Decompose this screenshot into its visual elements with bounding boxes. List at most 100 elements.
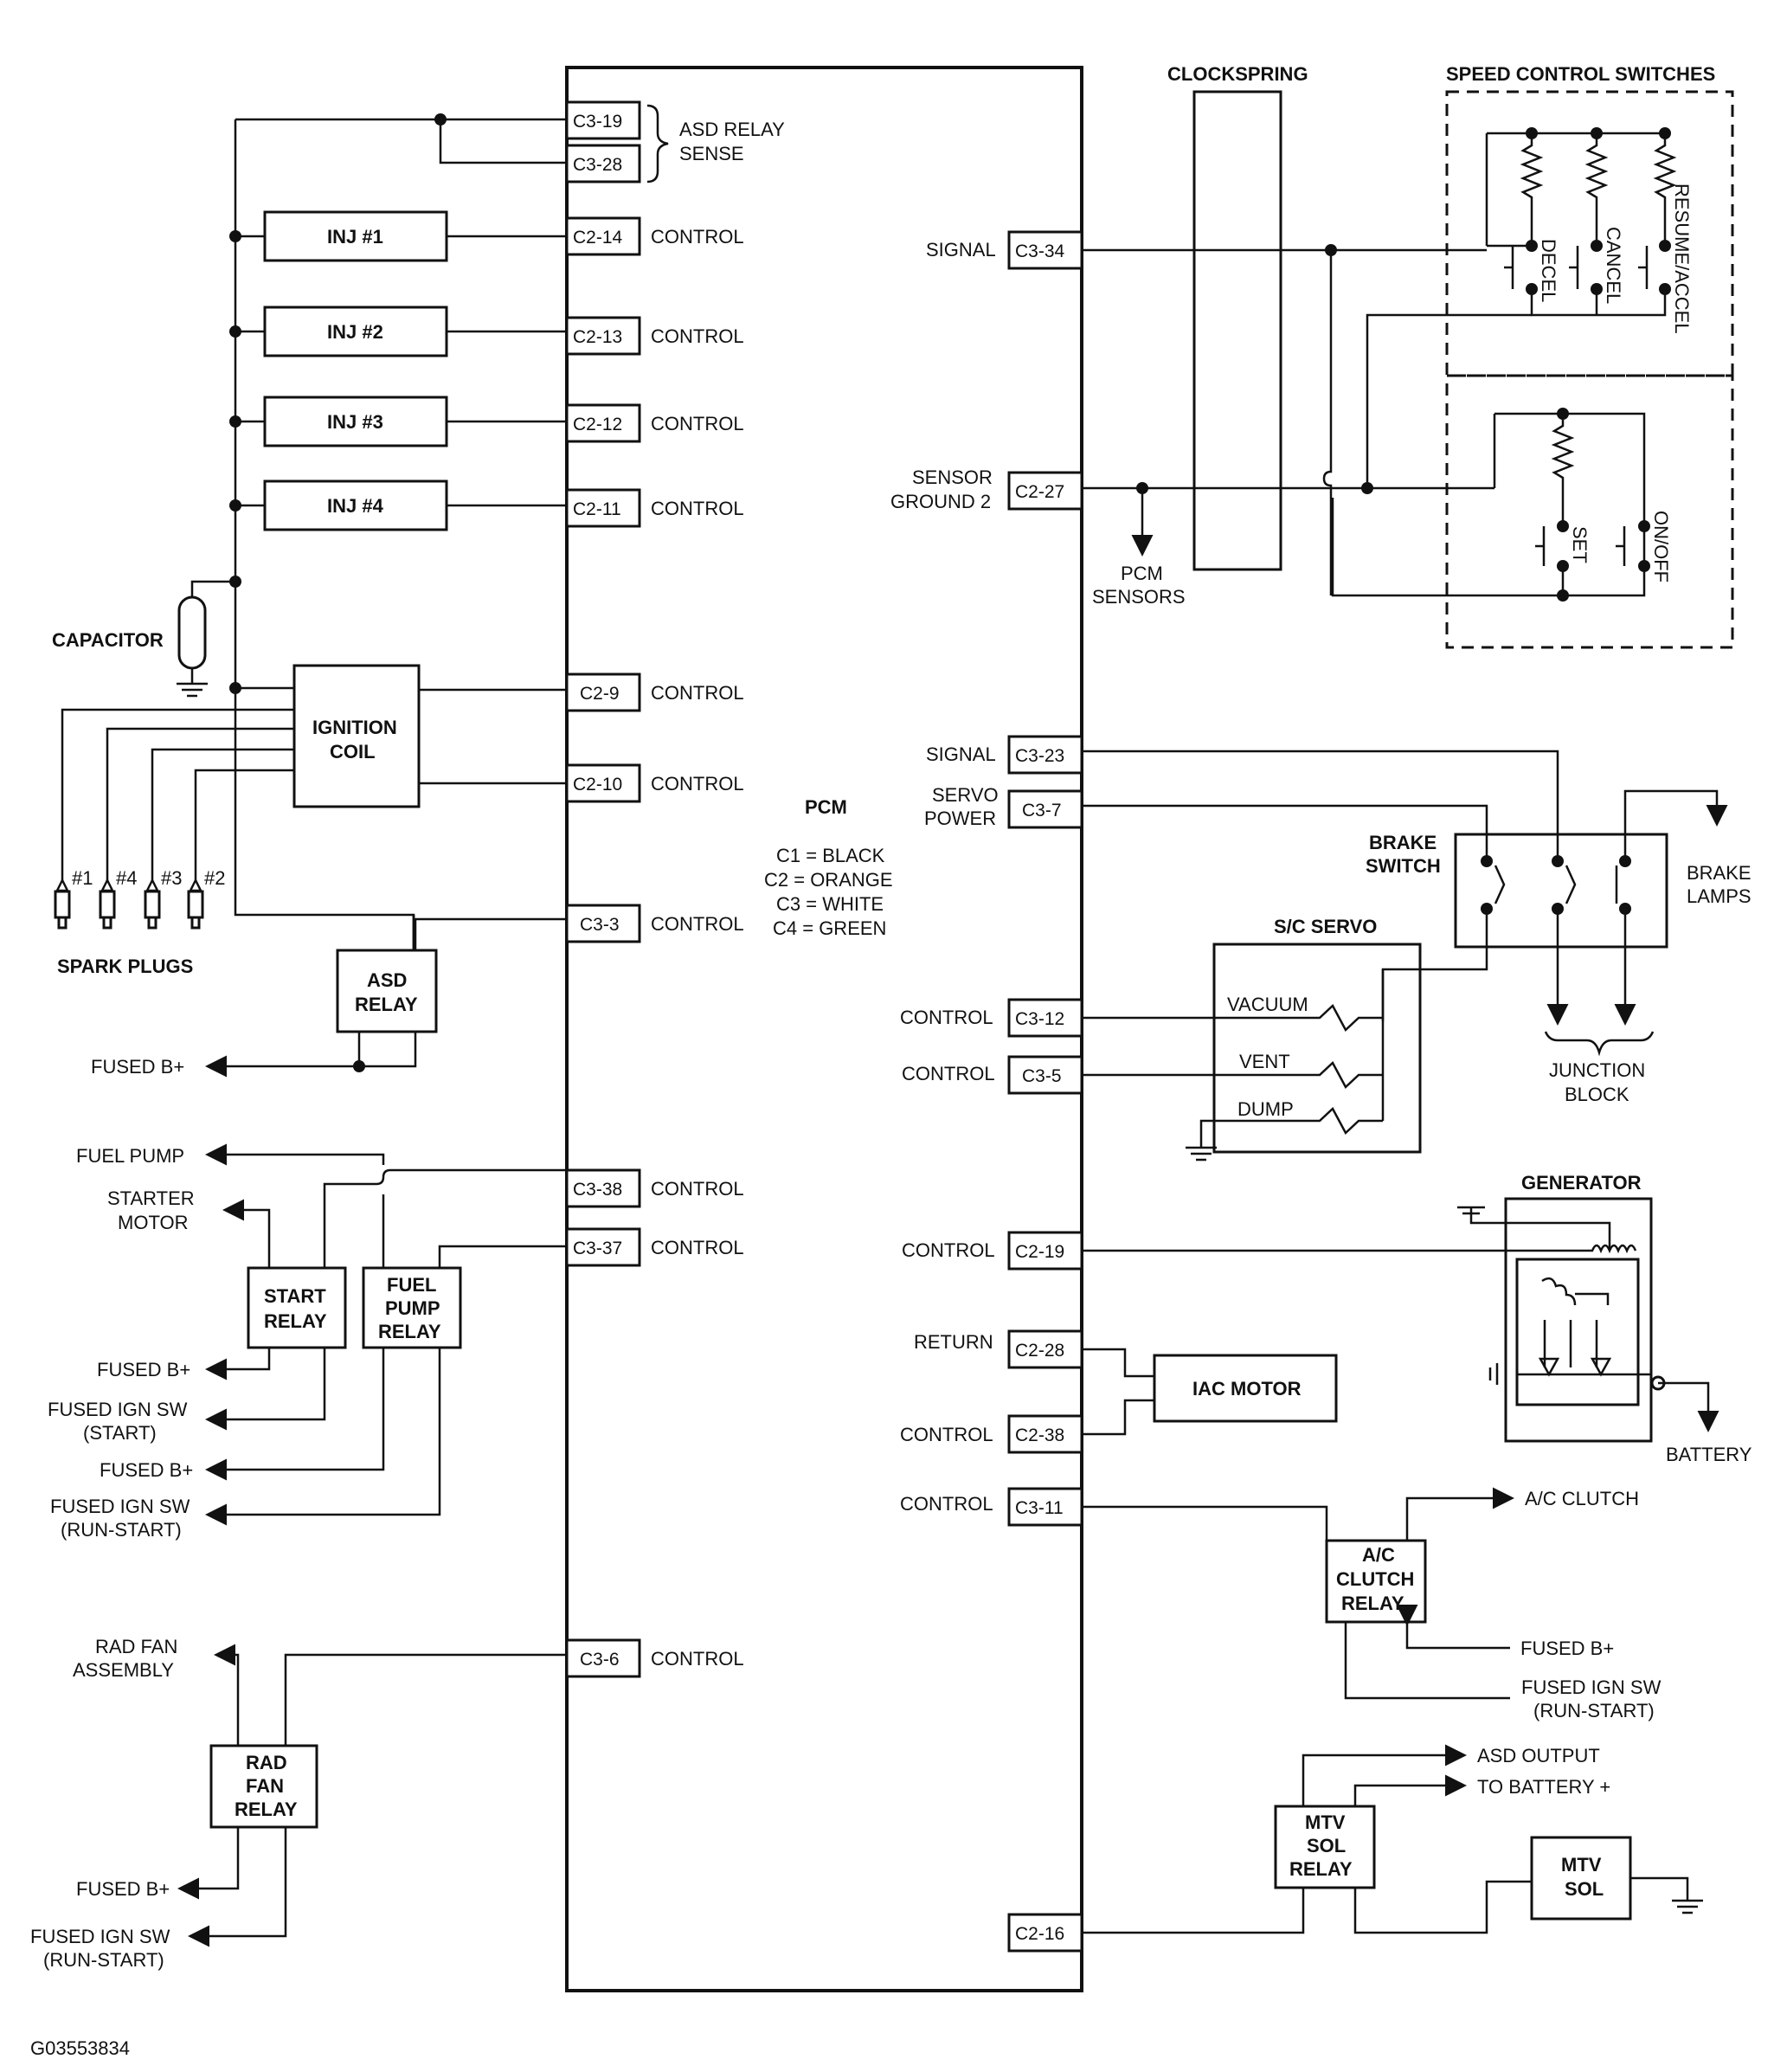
iac-motor: IAC MOTOR (1082, 1348, 1338, 1436)
svg-text:CONTROL: CONTROL (651, 1178, 744, 1200)
svg-text:SOL: SOL (1565, 1878, 1604, 1900)
svg-text:C2-38: C2-38 (1015, 1425, 1064, 1445)
injector-3: INJ #3 (235, 396, 567, 447)
svg-text:ASD: ASD (367, 969, 407, 991)
svg-text:C3-23: C3-23 (1015, 746, 1064, 766)
ac-clutch-relay: A/C CLUTCH RELAY A/C CLUTCH FUSED B+ FUS… (1082, 1487, 1662, 1721)
svg-text:FUSED B+: FUSED B+ (97, 1359, 190, 1380)
svg-text:FUSED B+: FUSED B+ (1520, 1638, 1614, 1659)
rad-fan-relay: RAD FAN RELAY RAD FAN ASSEMBLY FUSED B+ … (30, 1636, 567, 1971)
svg-text:C2-16: C2-16 (1015, 1924, 1064, 1944)
injector-4: INJ #4 (235, 479, 567, 531)
svg-text:COIL: COIL (330, 741, 376, 763)
svg-text:GROUND 2: GROUND 2 (890, 491, 991, 512)
svg-text:DUMP: DUMP (1237, 1098, 1294, 1120)
svg-text:INJ #2: INJ #2 (327, 321, 383, 343)
svg-text:FUSED IGN SW: FUSED IGN SW (48, 1399, 188, 1420)
svg-text:INJ #1: INJ #1 (327, 226, 383, 248)
svg-text:CONTROL: CONTROL (651, 913, 744, 935)
svg-text:#1: #1 (72, 867, 93, 889)
svg-text:BRAKE: BRAKE (1687, 862, 1752, 884)
svg-text:STARTER: STARTER (107, 1187, 195, 1209)
svg-text:BRAKE: BRAKE (1369, 832, 1437, 853)
svg-text:CONTROL: CONTROL (900, 1424, 993, 1445)
right-pins: C3-34 C2-27 C3-23 C3-7 C3-12 C3-5 C2-19 … (1007, 230, 1083, 1953)
svg-text:C3-7: C3-7 (1022, 801, 1062, 820)
asd-relay: ASD RELAY FUSED B+ (91, 915, 567, 1078)
svg-text:CONTROL: CONTROL (651, 1648, 744, 1670)
svg-text:SPARK PLUGS: SPARK PLUGS (57, 956, 193, 977)
svg-text:IGNITION: IGNITION (312, 717, 397, 738)
svg-text:FUSED B+: FUSED B+ (91, 1056, 184, 1078)
svg-text:BLOCK: BLOCK (1565, 1084, 1629, 1105)
svg-text:C2-9: C2-9 (580, 684, 620, 704)
svg-text:SOL: SOL (1307, 1835, 1346, 1856)
asd-relay-sense-label: ASD RELAY (679, 119, 785, 140)
svg-text:C3-11: C3-11 (1015, 1498, 1064, 1518)
pcm-legend-c4: C4 = GREEN (773, 917, 886, 939)
svg-text:CONTROL: CONTROL (651, 325, 744, 347)
svg-text:SPEED CONTROL SWITCHES: SPEED CONTROL SWITCHES (1446, 63, 1715, 85)
svg-text:RELAY: RELAY (378, 1321, 441, 1342)
svg-text:CONTROL: CONTROL (900, 1493, 993, 1515)
svg-text:SENSOR: SENSOR (912, 467, 993, 488)
svg-text:SIGNAL: SIGNAL (926, 239, 996, 261)
svg-text:RELAY: RELAY (264, 1310, 327, 1332)
svg-text:C2-14: C2-14 (573, 228, 623, 248)
figure-id: G03553834 (30, 2037, 130, 2059)
injector-2: INJ #2 (235, 306, 567, 357)
svg-text:C2-27: C2-27 (1015, 482, 1064, 502)
svg-text:#3: #3 (161, 867, 182, 889)
right-pin-labels: SIGNAL SENSOR GROUND 2 SIGNAL SERVO POWE… (890, 239, 999, 1515)
mtv-sol-relay: MTV SOL RELAY ASD OUTPUT TO BATTERY + (1082, 1744, 1610, 1934)
pcm-legend-c2: C2 = ORANGE (764, 869, 893, 891)
svg-text:FUEL PUMP: FUEL PUMP (76, 1145, 184, 1167)
clockspring: CLOCKSPRING (1167, 63, 1308, 571)
svg-text:C3-6: C3-6 (580, 1650, 620, 1670)
pcm-title: PCM (805, 796, 847, 818)
svg-text:CONTROL: CONTROL (902, 1239, 995, 1261)
svg-text:PCM: PCM (1121, 563, 1163, 584)
svg-text:CONTROL: CONTROL (651, 413, 744, 434)
svg-text:CONTROL: CONTROL (902, 1063, 995, 1084)
svg-text:GENERATOR: GENERATOR (1521, 1172, 1642, 1194)
pcm-module (565, 66, 1083, 1992)
svg-text:START: START (264, 1285, 326, 1307)
svg-text:#4: #4 (116, 867, 137, 889)
capacitor: CAPACITOR (52, 580, 235, 698)
left-power-labels: FUEL PUMP STARTER MOTOR FUSED B+ FUSED I… (48, 1145, 195, 1541)
svg-text:RELAY: RELAY (1289, 1858, 1353, 1880)
svg-text:TO BATTERY +: TO BATTERY + (1477, 1776, 1610, 1798)
svg-text:CLOCKSPRING: CLOCKSPRING (1167, 63, 1308, 85)
svg-text:SERVO: SERVO (932, 784, 999, 806)
svg-text:RETURN: RETURN (914, 1331, 993, 1353)
spark-plug-4 (99, 878, 116, 930)
svg-text:RELAY: RELAY (235, 1799, 298, 1820)
svg-text:CLUTCH: CLUTCH (1336, 1568, 1414, 1590)
svg-text:LAMPS: LAMPS (1687, 885, 1752, 907)
svg-text:C3-38: C3-38 (573, 1180, 622, 1200)
svg-text:FUSED B+: FUSED B+ (100, 1459, 193, 1481)
svg-text:C2-19: C2-19 (1015, 1242, 1064, 1262)
pcm-legend-c1: C1 = BLACK (776, 845, 885, 866)
svg-text:CONTROL: CONTROL (900, 1007, 993, 1028)
spark-plug-3 (144, 878, 161, 930)
svg-text:VENT: VENT (1239, 1051, 1290, 1072)
svg-text:(START): (START) (83, 1422, 157, 1444)
svg-text:FUSED IGN SW: FUSED IGN SW (30, 1926, 170, 1947)
svg-text:CONTROL: CONTROL (651, 498, 744, 519)
start-relay: START RELAY (205, 1168, 567, 1431)
svg-text:(RUN-START): (RUN-START) (43, 1949, 164, 1971)
generator: GENERATOR BATTERY (1082, 1172, 1752, 1465)
svg-text:A/C: A/C (1362, 1544, 1395, 1566)
svg-text:SIGNAL: SIGNAL (926, 743, 996, 765)
svg-text:JUNCTION: JUNCTION (1549, 1059, 1645, 1081)
svg-text:FUSED IGN SW: FUSED IGN SW (1521, 1676, 1662, 1698)
svg-text:CONTROL: CONTROL (651, 682, 744, 704)
svg-text:#2: #2 (204, 867, 225, 889)
speed-control-wiring: PCM SENSORS (1082, 244, 1532, 608)
switch-cancel: CANCEL (1603, 227, 1624, 304)
switch-decel: DECEL (1538, 239, 1559, 302)
svg-text:INJ #3: INJ #3 (327, 411, 383, 433)
